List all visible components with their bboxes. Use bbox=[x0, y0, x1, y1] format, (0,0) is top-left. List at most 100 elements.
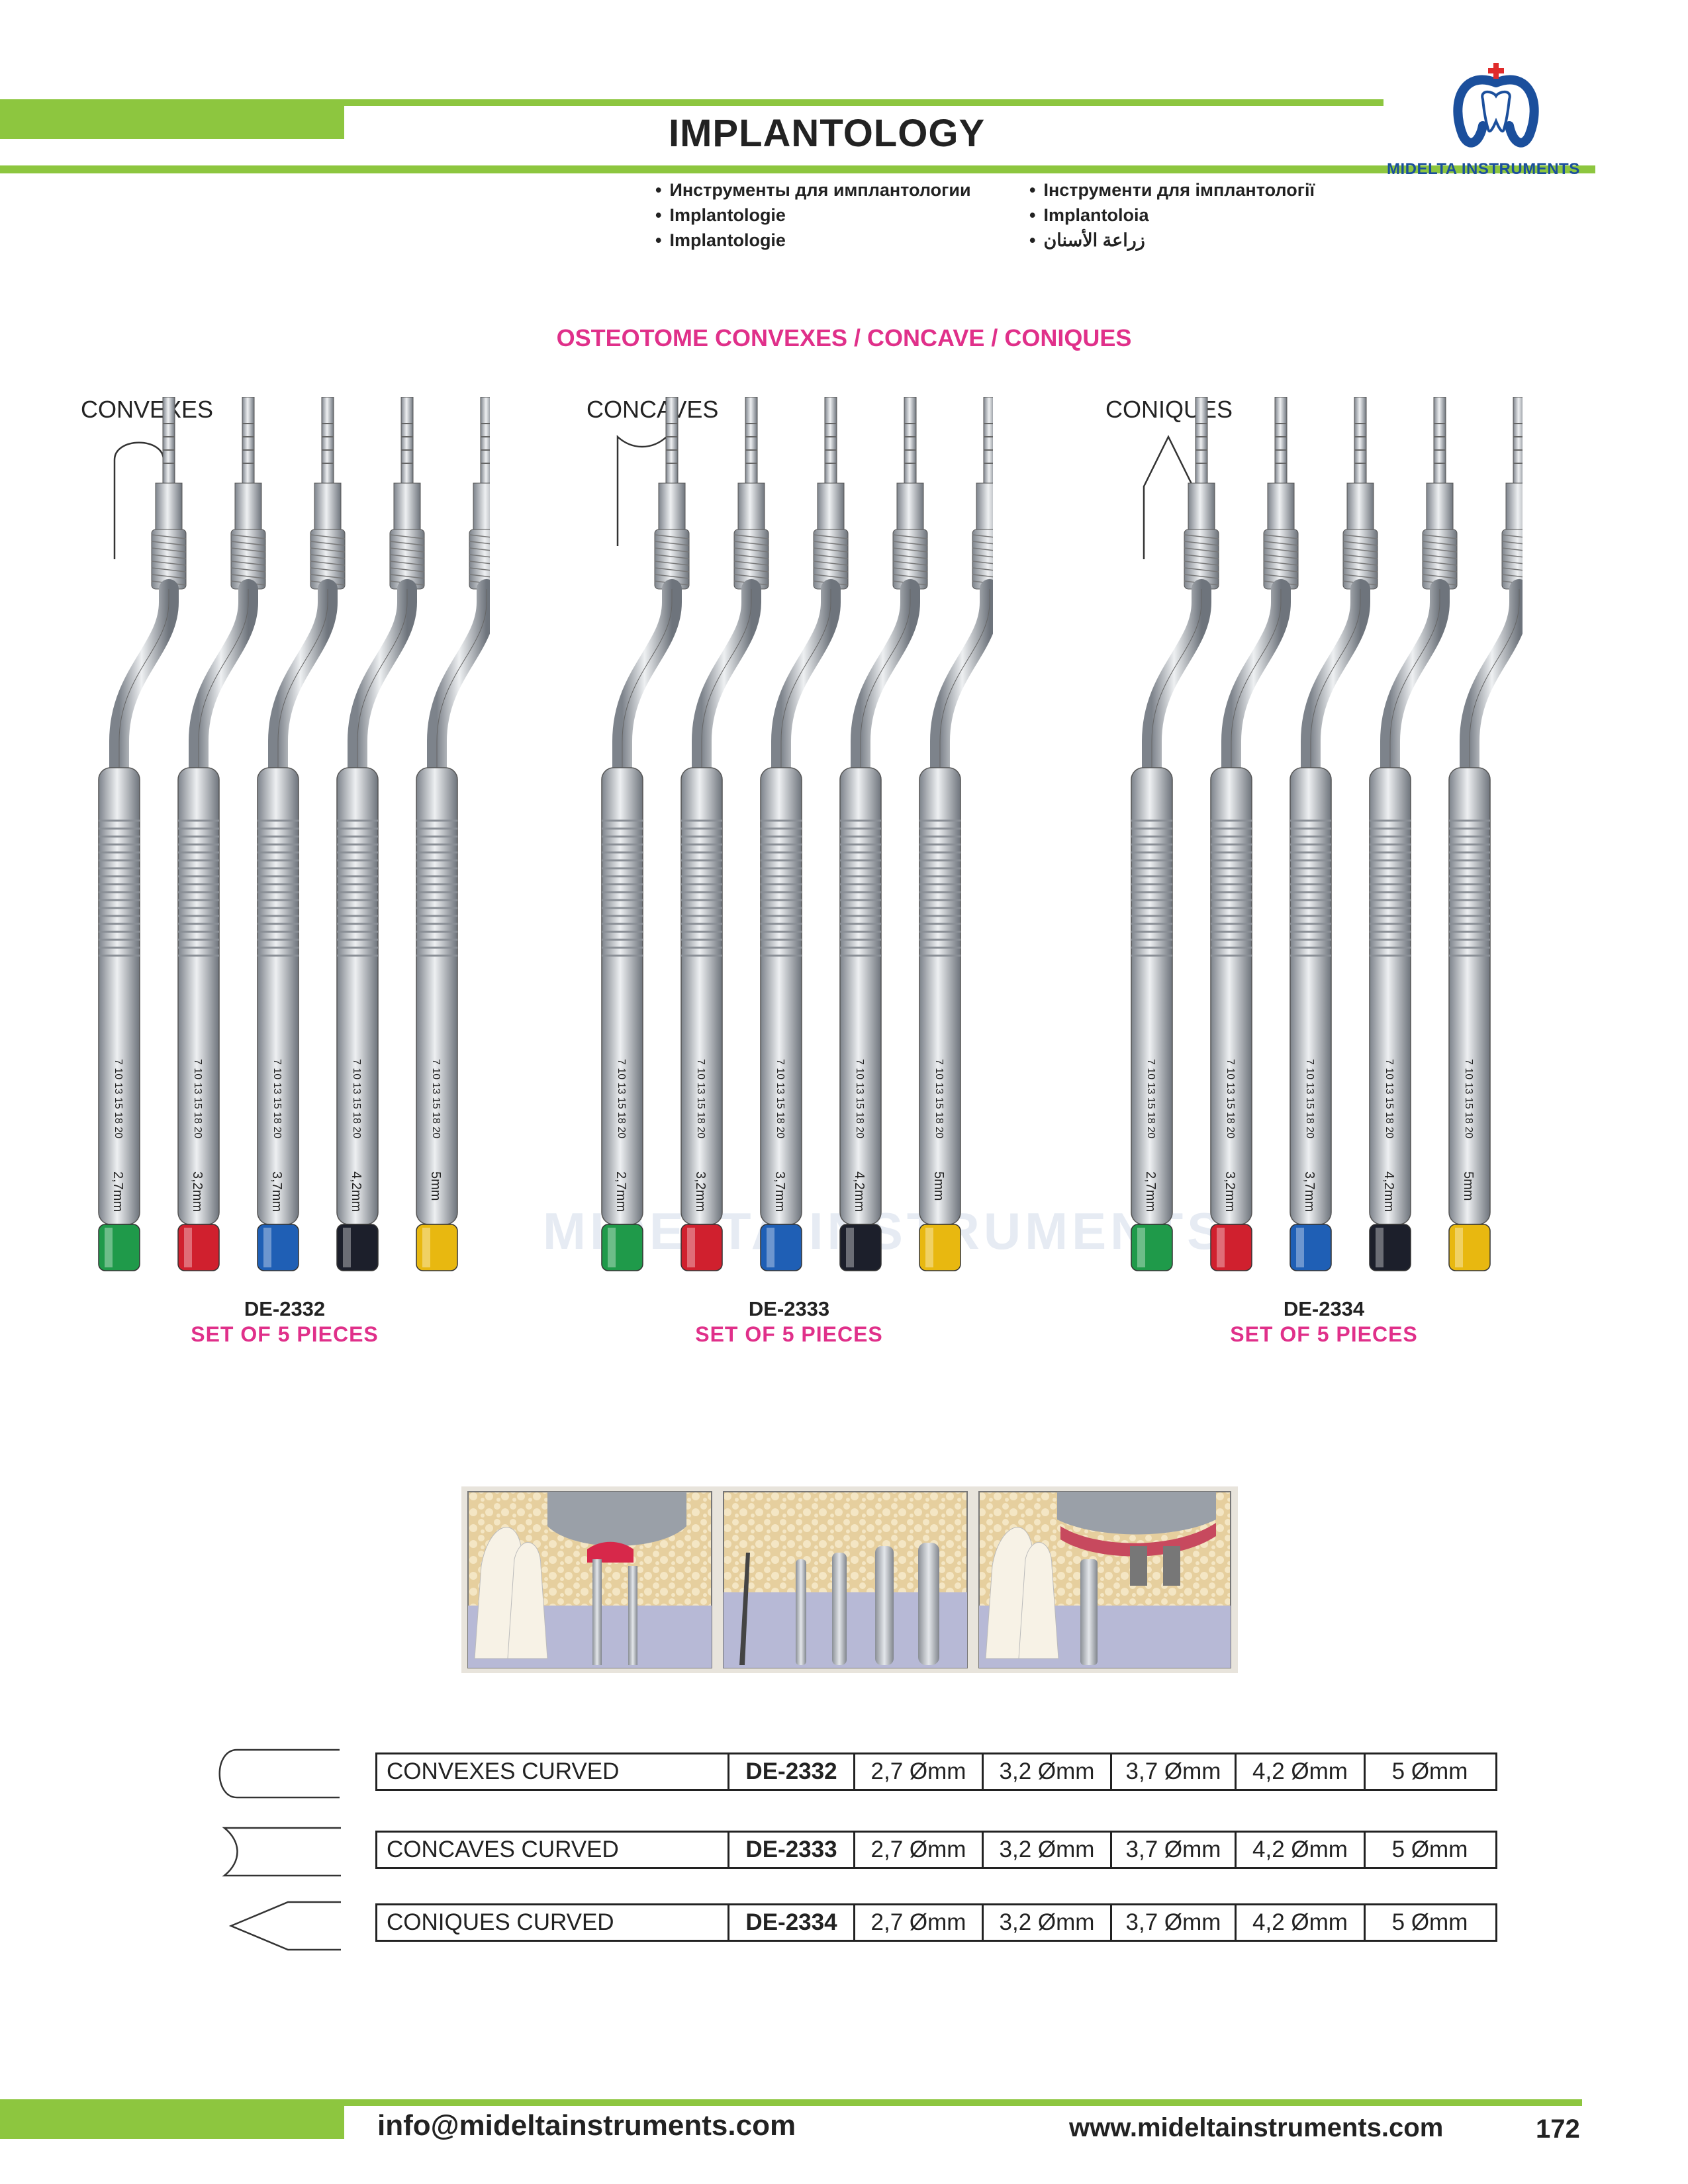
color-cap bbox=[1448, 1224, 1491, 1271]
osteotome-instrument: 7 10 13 15 18 203,7mm bbox=[257, 396, 346, 1271]
table-cell-size: 4,2 Ømm bbox=[1237, 1905, 1366, 1940]
size-label: 2,7mm bbox=[1143, 1171, 1158, 1212]
osteotome-instrument: 7 10 13 15 18 20 2,7mm bbox=[601, 396, 690, 1271]
osteotome-set-image: 7 10 13 15 18 20 2,7mm 7 10 13 15 18 20 3,2… bbox=[98, 396, 504, 1271]
size-label: 3,7mm bbox=[773, 1171, 787, 1212]
table-cell-size: 3,7 Ømm bbox=[1112, 1833, 1237, 1867]
convex-profile-icon bbox=[211, 1747, 343, 1803]
table-cell-size: 5 Ømm bbox=[1391, 1837, 1468, 1862]
color-cap bbox=[680, 1224, 723, 1271]
table-row: CONVEXES CURVED DE-2332 2,7 Ømm 3,2 Ømm … bbox=[375, 1752, 1497, 1791]
size-label: 4,2mm bbox=[349, 1171, 363, 1212]
product-code: DE-2333 bbox=[748, 1297, 830, 1320]
table-cell-size: 4,2 Ømm bbox=[1237, 1754, 1366, 1789]
depth-scale-label: 7 10 13 15 18 20 bbox=[933, 1059, 945, 1138]
table-cell-size: 3,2 Ømm bbox=[984, 1905, 1112, 1940]
table-cell-size: 2,7 Ømm bbox=[855, 1833, 984, 1867]
language-list-right: Інструменти для імплантології Implantolo… bbox=[1029, 177, 1315, 253]
instrument-set-coniques: 7 10 13 15 18 20 2,7mm 7 10 13 15 18 20 3,2… bbox=[1125, 396, 1537, 1277]
color-cap bbox=[98, 1224, 140, 1271]
concave-tip-icon bbox=[612, 430, 672, 553]
table-cell-size: 5 Ømm bbox=[1391, 1909, 1468, 1935]
table-cell-name: CONCAVES CURVED bbox=[377, 1833, 729, 1867]
group-label-coniques: CONIQUES bbox=[1105, 396, 1233, 423]
language-list-left: Инструменты для имплантологии Implantolo… bbox=[655, 177, 970, 253]
table-cell-name: CONVEXES CURVED bbox=[377, 1754, 729, 1789]
color-cap bbox=[177, 1224, 220, 1271]
instrument-set-concaves: 7 10 13 15 18 20 2,7mm 7 10 13 15 18 20 3,2… bbox=[596, 396, 1008, 1277]
depth-scale-label: 7 10 13 15 18 20 bbox=[1225, 1059, 1236, 1138]
osteotome-set-image: 7 10 13 15 18 20 2,7mm 7 10 13 15 18 20 3,2… bbox=[601, 396, 1008, 1271]
osteotome-instrument: 7 10 13 15 18 20 3,2mm bbox=[177, 396, 266, 1271]
color-cap bbox=[919, 1224, 961, 1271]
table-row: CONIQUES CURVED DE-2334 2,7 Ømm 3,2 Ømm … bbox=[375, 1903, 1497, 1942]
size-label: 2,7mm bbox=[614, 1171, 628, 1212]
color-cap bbox=[1289, 1224, 1332, 1271]
color-cap bbox=[257, 1224, 299, 1271]
sinus-lift-illustration-image bbox=[467, 1491, 1231, 1668]
osteotome-instrument: 7 10 13 15 18 20 3,2mm bbox=[680, 396, 769, 1271]
color-cap bbox=[1369, 1224, 1411, 1271]
depth-scale-label: 7 10 13 15 18 20 bbox=[695, 1059, 706, 1138]
osteotome-instrument: 7 10 13 15 18 20 3,2mm bbox=[1210, 396, 1299, 1271]
size-label: 4,2mm bbox=[1382, 1171, 1396, 1212]
table-cell-code: DE-2333 bbox=[729, 1833, 855, 1867]
osteotome-instrument: 7 10 13 15 18 203,7mm bbox=[1289, 396, 1378, 1271]
section-title: OSTEOTOME CONVEXES / CONCAVE / CONIQUES bbox=[556, 324, 1132, 351]
depth-scale-label: 7 10 13 15 18 20 bbox=[616, 1059, 627, 1138]
size-label: 5mm bbox=[428, 1171, 443, 1201]
brand-name: MIDELTA INSTRUMENTS bbox=[1387, 160, 1580, 178]
color-cap bbox=[336, 1224, 379, 1271]
procedure-illustrations bbox=[461, 1486, 1238, 1673]
footer-email-link[interactable]: info@mideltainstruments.com bbox=[377, 2109, 796, 2142]
brand-logo bbox=[1443, 63, 1549, 159]
size-label: 3,2mm bbox=[190, 1171, 205, 1212]
product-code: DE-2334 bbox=[1283, 1297, 1365, 1320]
footer-bar-line bbox=[0, 2099, 1582, 2106]
group-label-convexes: CONVEXES bbox=[81, 396, 214, 423]
set-label: SET OF 5 PIECES bbox=[1230, 1322, 1418, 1346]
depth-scale-label: 7 10 13 15 18 20 bbox=[1304, 1059, 1315, 1138]
header-bar-bottom bbox=[0, 165, 1595, 173]
color-cap bbox=[601, 1224, 643, 1271]
color-cap bbox=[416, 1224, 458, 1271]
osteotome-instrument: 7 10 13 15 18 20 4,2mm bbox=[336, 396, 425, 1271]
depth-scale-label: 7 10 13 15 18 20 bbox=[351, 1059, 362, 1138]
size-label: 2,7mm bbox=[111, 1171, 125, 1212]
page-title: IMPLANTOLOGY bbox=[669, 112, 986, 155]
table-cell-size: 4,2 Ømm bbox=[1237, 1833, 1366, 1867]
depth-scale-label: 7 10 13 15 18 20 bbox=[774, 1059, 786, 1138]
set-label: SET OF 5 PIECES bbox=[695, 1322, 883, 1346]
table-row: CONCAVES CURVED DE-2333 2,7 Ømm 3,2 Ømm … bbox=[375, 1831, 1497, 1869]
osteotome-instrument: 7 10 13 15 18 20 3,7mm bbox=[760, 396, 849, 1271]
depth-scale-label: 7 10 13 15 18 20 bbox=[1145, 1059, 1156, 1138]
header-bar-top bbox=[0, 99, 1383, 106]
size-label: 3,2mm bbox=[693, 1171, 708, 1212]
osteotome-instrument: 7 10 13 15 18 204,2mm bbox=[839, 396, 928, 1271]
size-label: 3,2mm bbox=[1223, 1171, 1237, 1212]
footer-website-link[interactable]: www.mideltainstruments.com bbox=[1069, 2113, 1444, 2142]
table-cell-size: 2,7 Ømm bbox=[855, 1754, 984, 1789]
depth-scale-label: 7 10 13 15 18 20 bbox=[192, 1059, 203, 1138]
table-cell-code: DE-2334 bbox=[729, 1905, 855, 1940]
osteotome-instrument: 7 10 13 15 18 20 2,7mm bbox=[1131, 396, 1219, 1271]
language-item: Інструменти для імплантології bbox=[1029, 177, 1315, 203]
table-cell-size: 3,2 Ømm bbox=[984, 1833, 1112, 1867]
color-cap bbox=[760, 1224, 802, 1271]
color-cap bbox=[839, 1224, 882, 1271]
table-cell-size: 2,7 Ømm bbox=[855, 1905, 984, 1940]
table-cell-size: 5 Ømm bbox=[1391, 1758, 1468, 1784]
group-label-concaves: CONCAVES bbox=[586, 396, 719, 423]
osteotome-instrument: 7 10 13 15 18 204,2mm bbox=[1369, 396, 1458, 1271]
conique-profile-icon bbox=[228, 1899, 344, 1956]
size-label: 3,7mm bbox=[269, 1171, 284, 1212]
table-cell-size: 3,2 Ømm bbox=[984, 1754, 1112, 1789]
depth-scale-label: 7 10 13 15 18 20 bbox=[854, 1059, 865, 1138]
concave-profile-icon bbox=[222, 1825, 344, 1882]
table-cell-code: DE-2332 bbox=[729, 1754, 855, 1789]
color-cap bbox=[1210, 1224, 1252, 1271]
product-code: DE-2332 bbox=[244, 1297, 326, 1320]
